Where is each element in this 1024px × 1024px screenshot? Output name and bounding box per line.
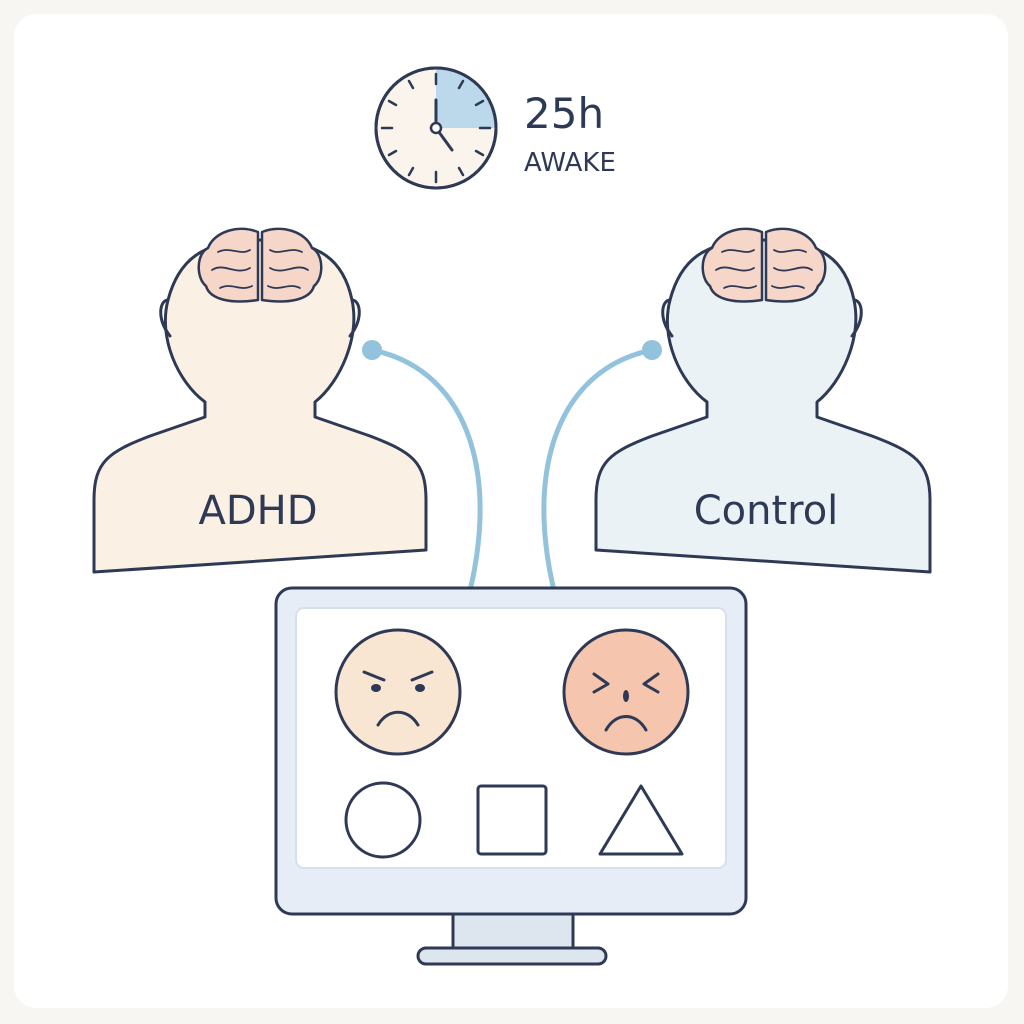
square-shape-icon <box>476 784 548 856</box>
distressed-face-icon <box>562 628 690 756</box>
clock-icon <box>374 66 498 190</box>
brain-icon <box>701 227 827 303</box>
adhd-person: ADHD <box>92 227 428 574</box>
angry-face-icon <box>334 628 462 756</box>
control-person: Control <box>594 227 932 574</box>
clock-awake-text: AWAKE <box>524 148 616 178</box>
brain-icon <box>197 227 323 303</box>
control-arrow <box>530 340 662 644</box>
adhd-label: ADHD <box>198 488 317 534</box>
triangle-shape-icon <box>598 784 684 856</box>
adhd-arrow <box>362 340 494 644</box>
clock-hours-text: 25h <box>524 89 604 138</box>
monitor-icon <box>274 586 748 966</box>
circle-shape-icon <box>344 781 422 859</box>
control-label: Control <box>694 488 839 534</box>
